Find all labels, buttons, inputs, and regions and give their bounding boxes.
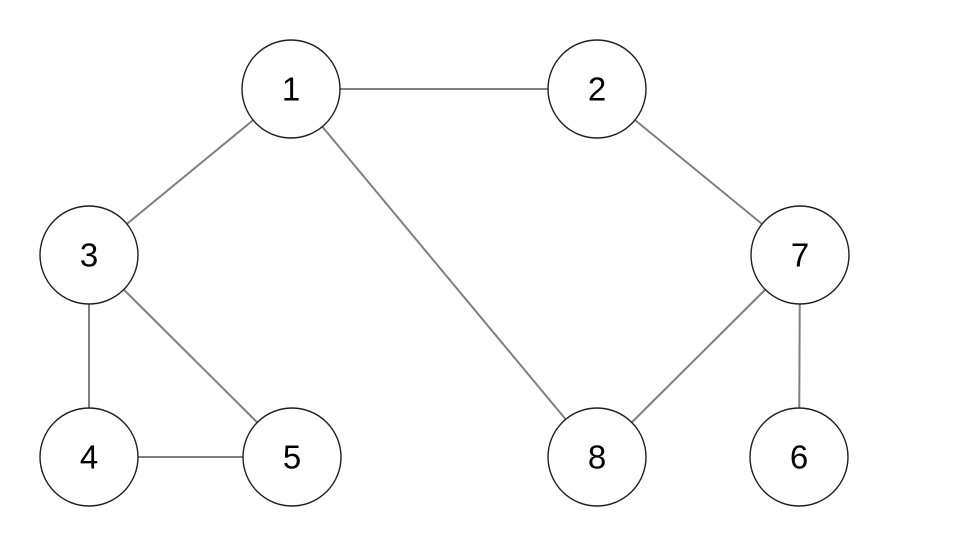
node-1-label: 1 (282, 71, 300, 108)
edges-layer (88, 88, 801, 458)
node-2-label: 2 (588, 71, 606, 108)
node-7: 7 (750, 205, 850, 305)
node-6-circle (749, 407, 849, 507)
node-4-circle (39, 407, 139, 507)
node-4-label: 4 (80, 439, 98, 476)
node-2: 2 (547, 39, 647, 139)
node-8-circle (547, 407, 647, 507)
node-6-label: 6 (790, 439, 808, 476)
node-5-label: 5 (283, 439, 301, 476)
node-2-circle (547, 39, 647, 139)
node-8-label: 8 (588, 439, 606, 476)
node-8: 8 (547, 407, 647, 507)
node-4: 4 (39, 407, 139, 507)
node-6: 6 (749, 407, 849, 507)
node-1: 1 (241, 39, 341, 139)
node-1-circle (241, 39, 341, 139)
node-5: 5 (242, 407, 342, 507)
nodes-layer: 1 2 3 7 4 5 8 6 (39, 39, 850, 507)
node-7-label: 7 (791, 237, 809, 274)
node-5-circle (242, 407, 342, 507)
node-3-label: 3 (80, 237, 98, 274)
node-7-circle (750, 205, 850, 305)
node-3-circle (39, 205, 139, 305)
node-3: 3 (39, 205, 139, 305)
edge-1-8 (290, 88, 598, 458)
